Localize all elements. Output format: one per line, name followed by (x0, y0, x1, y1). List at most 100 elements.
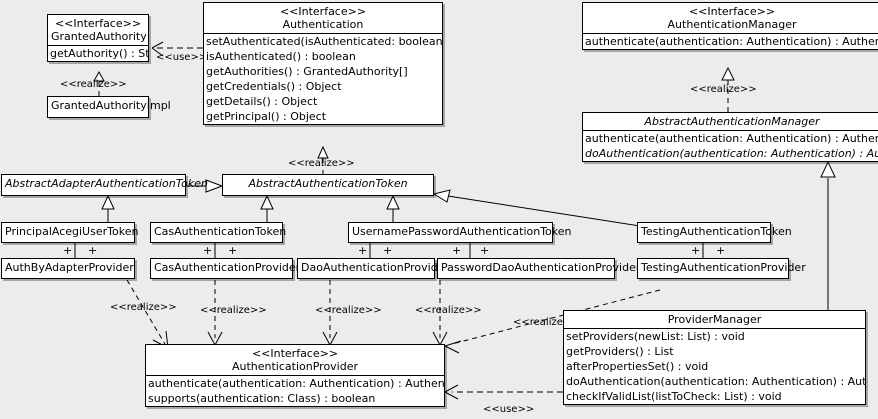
operation-row: getAuthority() : String (50, 47, 148, 60)
operation-row: setAuthenticated(isAuthenticated: boolea… (206, 35, 442, 48)
edge-label-realize-abstractauthenticationtoken: <<realize>> (288, 158, 355, 169)
class-header: CasAuthenticationToken (151, 223, 287, 240)
class-auth-by-adapter-provider[interactable]: AuthByAdapterProvider (1, 258, 135, 279)
operation-row: getAuthorities() : GrantedAuthority[] (206, 65, 408, 78)
class-header: <<Interface>> AuthenticationProvider (146, 345, 444, 375)
class-cas-authentication-provider[interactable]: CasAuthenticationProvider (150, 258, 301, 279)
class-header: AbstractAuthenticationManager (583, 113, 878, 130)
class-abstract-authentication-manager[interactable]: AbstractAuthenticationManager authentica… (582, 112, 878, 162)
class-testing-authentication-token[interactable]: TestingAuthenticationToken (637, 222, 792, 243)
operation-row: authenticate(authentication: Authenticat… (148, 377, 444, 390)
operation-row: authenticate(authentication: Authenticat… (585, 35, 878, 48)
class-header: <<Interface>> GrantedAuthority (48, 15, 148, 45)
class-stereotype: <<Interface>> (688, 5, 776, 18)
class-stereotype: <<Interface>> (279, 5, 367, 18)
assoc-marker-plus: + (716, 244, 726, 257)
operation-row: doAuthentication(authentication: Authent… (566, 375, 865, 388)
class-granted-authority[interactable]: <<Interface>> GrantedAuthority getAuthor… (47, 14, 149, 62)
edge-label-use-providermanager: <<use>> (483, 404, 535, 415)
class-header: <<Interface>> AuthenticationManager (583, 3, 878, 33)
class-operations: getAuthority() : String (48, 46, 148, 61)
class-cas-authentication-token[interactable]: CasAuthenticationToken (150, 222, 287, 243)
class-principal-acegi-user-token[interactable]: PrincipalAcegiUserToken (1, 222, 138, 243)
class-abstract-adapter-authentication-token[interactable]: AbstractAdapterAuthenticationToken (1, 174, 208, 196)
class-name: AuthenticationManager (667, 18, 797, 31)
edge-label-realize-casauthenticationprovider: <<realize>> (200, 305, 267, 316)
class-divider (583, 33, 878, 34)
class-password-dao-authentication-provider[interactable]: PasswordDaoAuthenticationProvider (437, 258, 641, 279)
edge-label-realize-abstractauthenticationmanager: <<realize>> (690, 84, 757, 95)
class-abstract-authentication-token[interactable]: AbstractAuthenticationToken (222, 174, 434, 196)
class-authentication[interactable]: <<Interface>> Authentication setAuthenti… (203, 2, 443, 125)
class-provider-manager[interactable]: ProviderManager setProviders(newList: Li… (563, 310, 866, 405)
class-name: UsernamePasswordAuthenticationToken (352, 225, 572, 238)
edge-label-realize-grantedauthorityimpl: <<realize>> (60, 79, 127, 90)
class-name: GrantedAuthorityImpl (51, 99, 171, 112)
assoc-marker-plus: + (452, 244, 462, 257)
assoc-marker-plus: + (88, 244, 98, 257)
class-stereotype: <<Interface>> (251, 347, 339, 360)
operation-row: getDetails() : Object (206, 95, 318, 108)
class-header: AbstractAuthenticationToken (223, 175, 433, 192)
class-divider (583, 130, 878, 131)
edge-label-realize-daoauthenticationprovider: <<realize>> (315, 305, 382, 316)
class-operations: authenticate(authentication: Authenticat… (583, 34, 878, 49)
class-name: TestingAuthenticationProvider (641, 261, 806, 274)
class-name: DaoAuthenticationProvider (301, 261, 449, 274)
class-header: <<Interface>> Authentication (204, 3, 442, 33)
assoc-marker-plus: + (480, 244, 490, 257)
edge-label-realize-authbyadapterprovider: <<realize>> (110, 302, 177, 313)
operation-row: getPrincipal() : Object (206, 110, 327, 123)
class-name: AbstractAdapterAuthenticationToken (5, 177, 208, 190)
class-header: GrantedAuthorityImpl (48, 97, 171, 114)
assoc-marker-plus: + (203, 244, 213, 257)
operation-row: checkIfValidList(listToCheck: List) : vo… (566, 390, 782, 403)
operation-row: doAuthentication(authentication: Authent… (585, 147, 878, 160)
assoc-marker-plus: + (691, 244, 701, 257)
class-name: AbstractAuthenticationToken (248, 177, 408, 190)
class-name: ProviderManager (667, 313, 762, 326)
class-dao-authentication-provider[interactable]: DaoAuthenticationProvider (297, 258, 449, 279)
operation-row: afterPropertiesSet() : void (566, 360, 709, 373)
class-header: TestingAuthenticationProvider (638, 259, 806, 276)
class-name: GrantedAuthority (51, 30, 147, 43)
class-operations: authenticate(authentication: Authenticat… (146, 376, 444, 406)
operation-row: authenticate(authentication: Authenticat… (585, 132, 878, 145)
class-header: CasAuthenticationProvider (151, 259, 301, 276)
class-header: AbstractAdapterAuthenticationToken (2, 175, 208, 192)
class-divider (204, 33, 442, 34)
class-header: TestingAuthenticationToken (638, 223, 792, 240)
class-header: PrincipalAcegiUserToken (2, 223, 138, 240)
class-username-password-authentication-token[interactable]: UsernamePasswordAuthenticationToken (348, 222, 572, 243)
class-name: AbstractAuthenticationManager (644, 115, 820, 128)
edge-label-use-authentication-grantedauthority: <<use>> (156, 52, 208, 63)
class-name: CasAuthenticationProvider (154, 261, 301, 274)
class-authentication-manager[interactable]: <<Interface>> AuthenticationManager auth… (582, 2, 878, 50)
class-operations: setProviders(newList: List) : void getPr… (564, 329, 865, 404)
class-testing-authentication-provider[interactable]: TestingAuthenticationProvider (637, 258, 806, 279)
class-name: AuthByAdapterProvider (5, 261, 134, 274)
class-name: AuthenticationProvider (231, 360, 359, 373)
class-granted-authority-impl[interactable]: GrantedAuthorityImpl (47, 96, 171, 118)
class-authentication-provider[interactable]: <<Interface>> AuthenticationProvider aut… (145, 344, 445, 407)
operation-row: supports(authentication: Class) : boolea… (148, 392, 376, 405)
operation-row: getProviders() : List (566, 345, 674, 358)
class-header: AuthByAdapterProvider (2, 259, 134, 276)
operation-row: isAuthenticated() : boolean (206, 50, 356, 63)
assoc-marker-plus: + (63, 244, 73, 257)
assoc-marker-plus: + (228, 244, 238, 257)
class-name: Authentication (282, 18, 364, 31)
operation-row: setProviders(newList: List) : void (566, 330, 745, 343)
class-stereotype: <<Interface>> (54, 17, 142, 30)
class-header: UsernamePasswordAuthenticationToken (349, 223, 572, 240)
class-operations: setAuthenticated(isAuthenticated: boolea… (204, 34, 442, 124)
class-name: CasAuthenticationToken (154, 225, 287, 238)
class-header: ProviderManager (564, 311, 865, 328)
class-header: DaoAuthenticationProvider (298, 259, 449, 276)
class-name: PasswordDaoAuthenticationProvider (441, 261, 641, 274)
class-divider (48, 45, 148, 46)
class-divider (564, 328, 865, 329)
class-name: TestingAuthenticationToken (641, 225, 792, 238)
assoc-marker-plus: + (358, 244, 368, 257)
